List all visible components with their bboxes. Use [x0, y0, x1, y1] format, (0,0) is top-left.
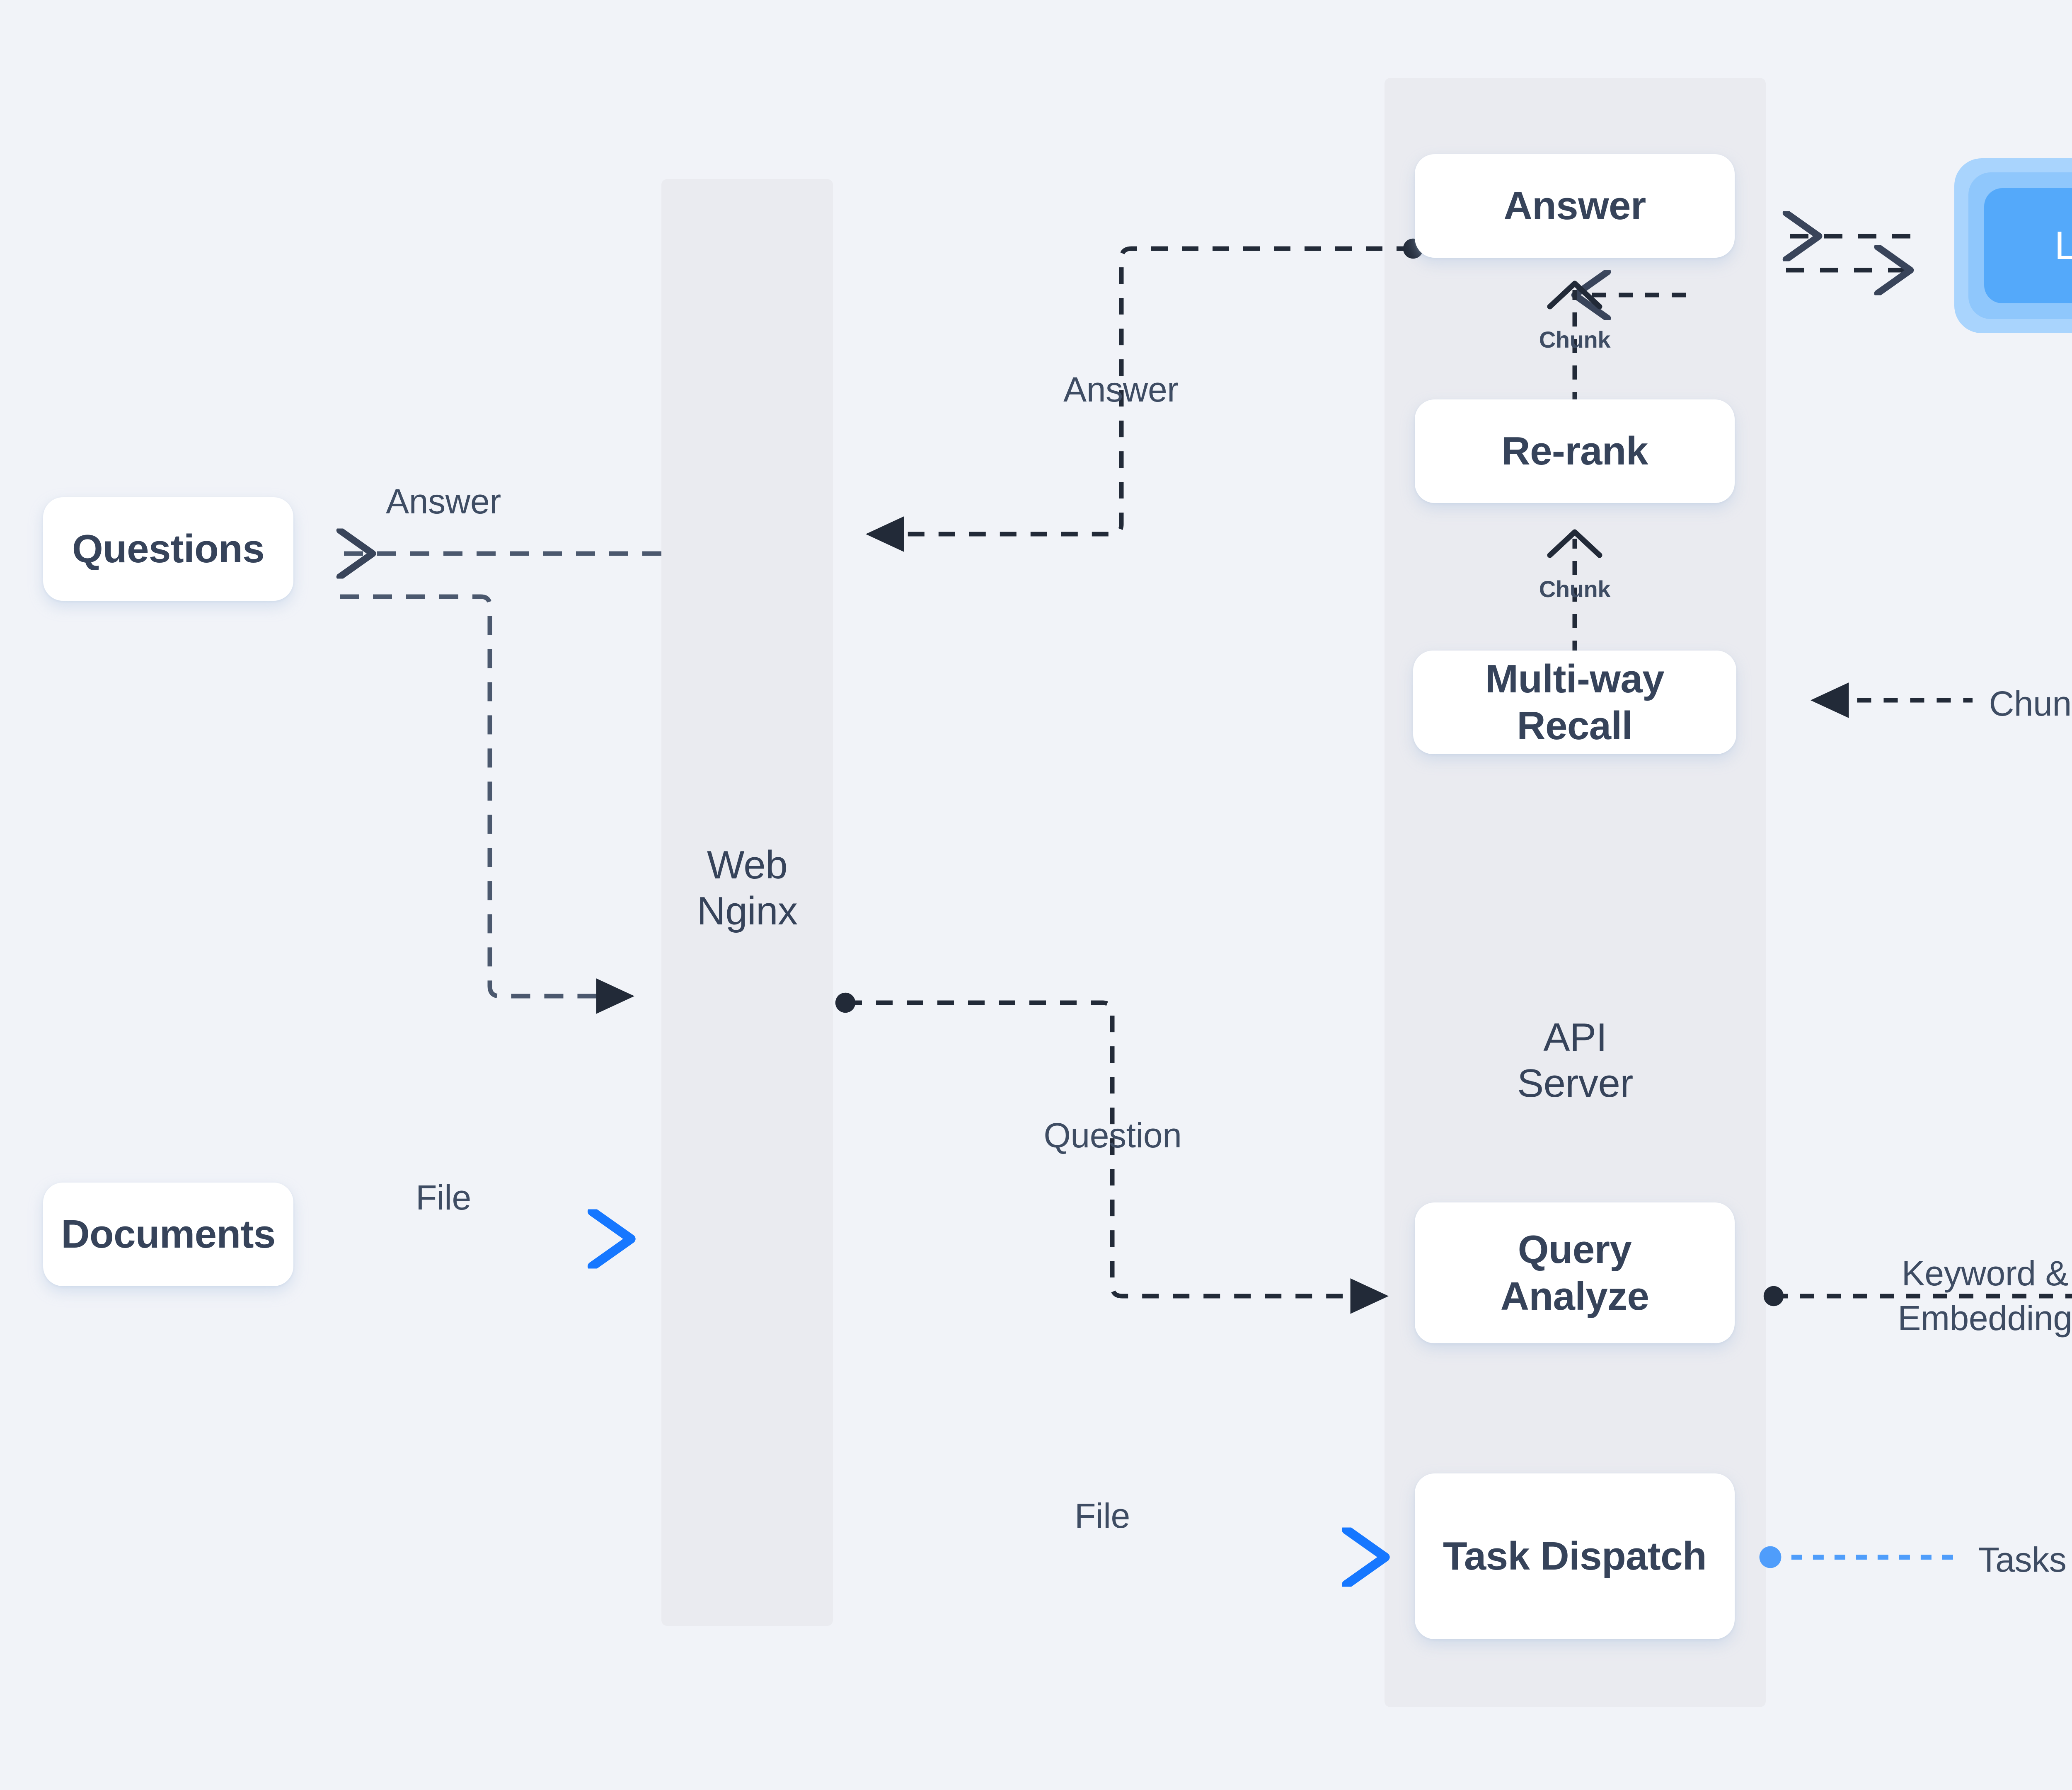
query-analyze-label-line1: Query: [1518, 1227, 1632, 1272]
panel-label-web-nginx: Web Nginx: [661, 842, 833, 934]
node-documents[interactable]: Documents: [43, 1183, 293, 1286]
node-llms[interactable]: LLMs: [1954, 158, 2072, 333]
llms-inner-layer: LLMs: [1984, 188, 2072, 303]
edge-label-question: Question: [1024, 1115, 1202, 1156]
api-server-label-line2: Server: [1517, 1061, 1633, 1106]
answer-web-nginx-text: Answer: [1063, 370, 1179, 409]
edge-label-keyword-embedding: Keyword & Embedding: [1877, 1251, 2072, 1340]
chunk-rerank-answer-text: Chunk: [1539, 327, 1611, 353]
task-dispatch-label: Task Dispatch: [1443, 1534, 1707, 1579]
node-query-analyze[interactable]: Query Analyze: [1415, 1202, 1735, 1343]
node-re-rank[interactable]: Re-rank: [1415, 399, 1735, 503]
answer-label: Answer: [1503, 184, 1646, 228]
query-analyze-label: Query Analyze: [1501, 1226, 1649, 1320]
edge-label-answer-questions: Answer: [356, 481, 530, 522]
documents-file-text: File: [416, 1178, 471, 1217]
edge-label-chunk-db-recall: Chunk: [1973, 683, 2072, 725]
keyword-embedding-text-line2: Embedding: [1898, 1298, 2072, 1338]
edge-answer-llms: [1786, 236, 1910, 270]
chunk-db-recall-text: Chunk: [1989, 684, 2072, 723]
llms-label: LLMs: [2054, 223, 2072, 268]
panel-label-api-server: API Server: [1385, 1014, 1766, 1107]
file-task-dispatch-text: File: [1075, 1496, 1130, 1535]
web-nginx-label-line2: Nginx: [697, 889, 798, 934]
documents-label: Documents: [61, 1212, 276, 1257]
query-analyze-label-line2: Analyze: [1500, 1274, 1649, 1318]
chunk-recall-rerank-text: Chunk: [1539, 576, 1611, 602]
question-text: Question: [1043, 1116, 1182, 1155]
panel-web-nginx: Web Nginx: [661, 179, 833, 1626]
tasks-text: Tasks: [1978, 1540, 2067, 1579]
questions-label: Questions: [72, 527, 265, 571]
re-rank-label: Re-rank: [1501, 429, 1648, 474]
api-server-label-line1: API: [1543, 1015, 1607, 1059]
edge-label-documents-file: File: [385, 1177, 501, 1219]
node-multi-way-recall[interactable]: Multi-way Recall: [1413, 651, 1736, 754]
answer-questions-text: Answer: [386, 482, 501, 521]
edge-label-file-task-dispatch: File: [1044, 1495, 1160, 1537]
keyword-embedding-text-line1: Keyword &: [1901, 1254, 2069, 1293]
edge-label-tasks: Tasks: [1960, 1539, 2072, 1581]
edge-label-answer-web-nginx: Answer: [1032, 369, 1210, 411]
panel-api-server: API Server: [1385, 78, 1766, 1707]
node-task-dispatch[interactable]: Task Dispatch: [1415, 1473, 1735, 1639]
edge-questions-to-web-nginx: [340, 594, 634, 1014]
multi-way-recall-label: Multi-way Recall: [1485, 656, 1665, 748]
node-questions[interactable]: Questions: [43, 497, 293, 601]
web-nginx-label-line1: Web: [707, 843, 788, 887]
edge-label-chunk-rerank-answer: Chunk: [1517, 326, 1633, 353]
node-answer[interactable]: Answer: [1415, 154, 1735, 258]
edge-label-chunk-recall-rerank: Chunk: [1517, 575, 1633, 603]
